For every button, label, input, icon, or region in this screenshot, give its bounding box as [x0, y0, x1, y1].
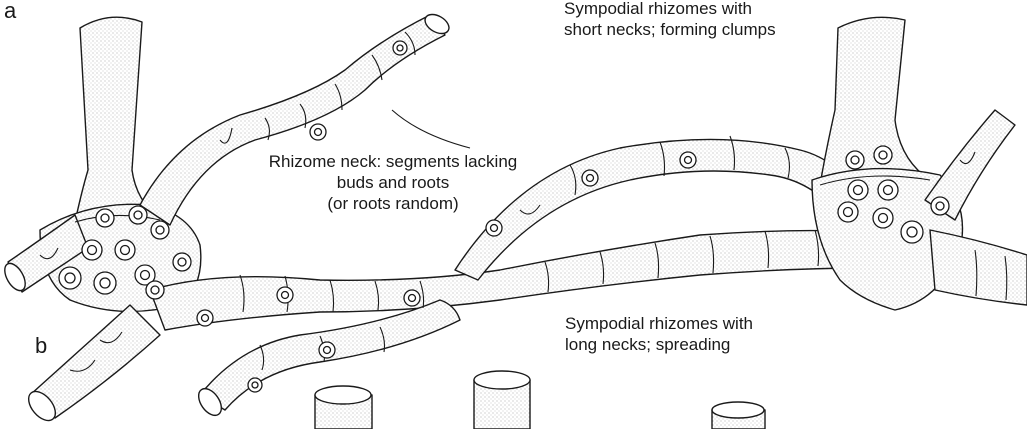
- label-short-necks-line2: short necks; forming clumps: [564, 19, 776, 40]
- label-short-necks: Sympodial rhizomes with short necks; for…: [564, 0, 776, 40]
- panel-label-a: a: [4, 0, 16, 24]
- main-long-rhizome: [150, 231, 870, 330]
- label-short-necks-line1: Sympodial rhizomes with: [564, 0, 776, 19]
- right-lower-rhizome: [930, 230, 1027, 305]
- label-rhizome-neck-line1: Rhizome neck: segments lacking: [253, 151, 533, 172]
- neck-leader-line: [392, 110, 470, 148]
- panel-label-b: b: [35, 333, 47, 359]
- label-long-necks: Sympodial rhizomes with long necks; spre…: [565, 313, 753, 355]
- label-long-necks-line2: long necks; spreading: [565, 334, 753, 355]
- label-long-necks-line1: Sympodial rhizomes with: [565, 313, 753, 334]
- label-rhizome-neck-line3: (or roots random): [253, 193, 533, 214]
- label-rhizome-neck-line2: buds and roots: [253, 172, 533, 193]
- label-rhizome-neck: Rhizome neck: segments lacking buds and …: [253, 151, 533, 214]
